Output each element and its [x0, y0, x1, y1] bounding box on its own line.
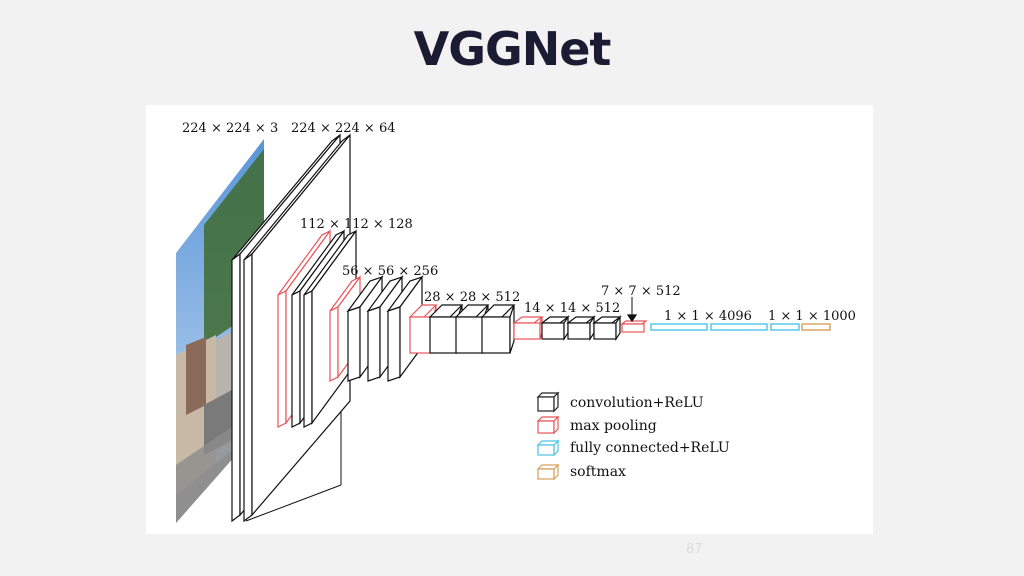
block-56x56x256 [329, 275, 424, 382]
vggnet-diagram: 224 × 224 × 3 224 × 224 × 64 112 × 112 ×… [176, 121, 856, 523]
block-28x28x512 [408, 304, 516, 354]
dim-label-conv3: 56 × 56 × 256 [342, 264, 438, 279]
legend: convolution+ReLU max pooling fully conne… [536, 391, 730, 481]
dim-label-input: 224 × 224 × 3 [182, 121, 278, 136]
legend-label: convolution+ReLU [570, 395, 704, 411]
legend-item-max-pooling: max pooling [536, 415, 657, 435]
dim-label-conv1: 224 × 224 × 64 [291, 121, 395, 136]
block-7x7x512 [620, 297, 648, 333]
legend-item-fully-connected: fully connected+ReLU [536, 439, 730, 457]
legend-label: max pooling [570, 418, 657, 434]
slide-title: VGGNet [413, 22, 612, 76]
connector-line [245, 484, 342, 522]
block-224x224x64 [231, 133, 351, 523]
dim-label-fc: 1 × 1 × 4096 [664, 309, 752, 324]
page-number: 87 [686, 542, 703, 557]
dim-label-conv5: 14 × 14 × 512 [524, 301, 620, 316]
fully-connected-layers [650, 323, 800, 331]
dim-label-pool5: 7 × 7 × 512 [601, 284, 681, 299]
dim-label-softmax: 1 × 1 × 1000 [768, 309, 856, 324]
legend-item-softmax: softmax [536, 463, 626, 481]
legend-item-convolution: convolution+ReLU [536, 391, 704, 413]
softmax-layer [801, 323, 831, 331]
vggnet-architecture-figure: 224 × 224 × 3 224 × 224 × 64 112 × 112 ×… [146, 105, 873, 534]
dim-label-conv2: 112 × 112 × 128 [300, 217, 413, 232]
block-14x14x512 [512, 315, 622, 341]
dim-label-conv4: 28 × 28 × 512 [424, 290, 520, 305]
legend-label: softmax [570, 464, 626, 480]
legend-label: fully connected+ReLU [570, 440, 730, 456]
